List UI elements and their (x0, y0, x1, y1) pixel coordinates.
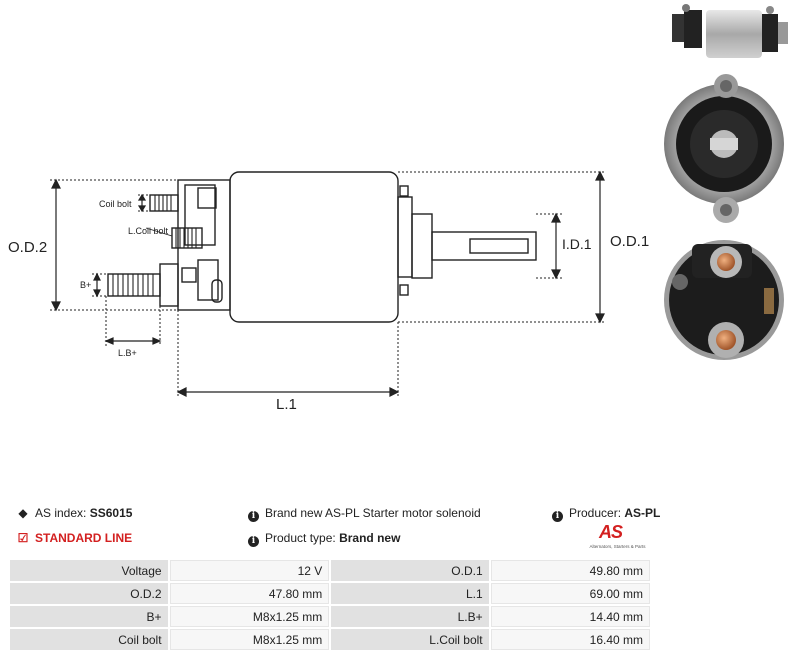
spec-value: 16.40 mm (490, 629, 650, 650)
solenoid-body (229, 171, 399, 323)
as-index-value: SS6015 (89, 506, 133, 520)
logo-mark: AS (599, 522, 623, 542)
l1-label: L.1 (276, 396, 297, 413)
producer-value: AS-PL (624, 506, 661, 520)
standard-line-label: STANDARD LINE (35, 531, 133, 545)
spec-label: L.Coil bolt (331, 629, 489, 650)
info-icon: i (248, 511, 259, 522)
right-flange (397, 196, 413, 278)
lcoil-bolt-label: L.Coil bolt (128, 226, 169, 236)
product-photos (664, 4, 788, 360)
description-text: Brand new AS-PL Starter motor solenoid (265, 506, 481, 520)
coil-bolt (149, 194, 179, 212)
bplus-label: B+ (80, 280, 91, 290)
od2-label: O.D.2 (8, 239, 47, 256)
spec-label: O.D.2 (10, 583, 168, 604)
left-housing (177, 179, 231, 311)
spec-value: 69.00 mm (490, 583, 650, 604)
bplus-terminal (107, 273, 161, 297)
coil-bolt-label: Coil bolt (99, 199, 132, 209)
spec-label: Voltage (10, 560, 168, 581)
spec-value: 47.80 mm (169, 583, 330, 604)
photo-side-view (672, 4, 788, 58)
technical-drawing: O.D.2 O.D.1 I.D.1 L.1 Coil bolt L.Coil b… (8, 170, 649, 413)
producer-logo: AS Alternators, Starters & Parts (585, 522, 650, 552)
spec-value: 14.40 mm (490, 606, 650, 627)
product-type-value: Brand new (339, 531, 401, 545)
spec-label: Coil bolt (10, 629, 168, 650)
product-type-label: Product type: (265, 531, 336, 545)
spec-label: O.D.1 (331, 560, 489, 581)
product-type: i Product type: Brand new (248, 531, 400, 547)
spec-value: 49.80 mm (490, 560, 650, 581)
producer-label: Producer: (569, 506, 622, 520)
tag-icon: ◆ (18, 506, 28, 520)
as-index-label: AS index: (35, 506, 87, 520)
lbplus-label: L.B+ (118, 348, 137, 358)
plunger (411, 213, 433, 279)
as-index: ◆ AS index: SS6015 (16, 506, 132, 520)
spec-label: B+ (10, 606, 168, 627)
spec-label: L.1 (331, 583, 489, 604)
spec-label: L.B+ (331, 606, 489, 627)
check-square-icon: ☑ (17, 531, 29, 545)
id1-label: I.D.1 (562, 236, 592, 252)
info-icon: i (552, 511, 563, 522)
od1-label: O.D.1 (610, 233, 649, 250)
spec-value: 12 V (169, 560, 330, 581)
coil-bolt-thread (154, 195, 197, 248)
description: i Brand new AS-PL Starter motor solenoid (248, 506, 481, 522)
standard-line: ☑ STANDARD LINE (16, 531, 133, 545)
photo-rear-view (664, 240, 784, 360)
logo-tagline: Alternators, Starters & Parts (589, 544, 646, 549)
producer: i Producer: AS-PL (552, 506, 660, 522)
spec-value: M8x1.25 mm (169, 629, 330, 650)
spec-value: M8x1.25 mm (169, 606, 330, 627)
photo-front-view (664, 74, 784, 223)
info-icon: i (248, 536, 259, 547)
